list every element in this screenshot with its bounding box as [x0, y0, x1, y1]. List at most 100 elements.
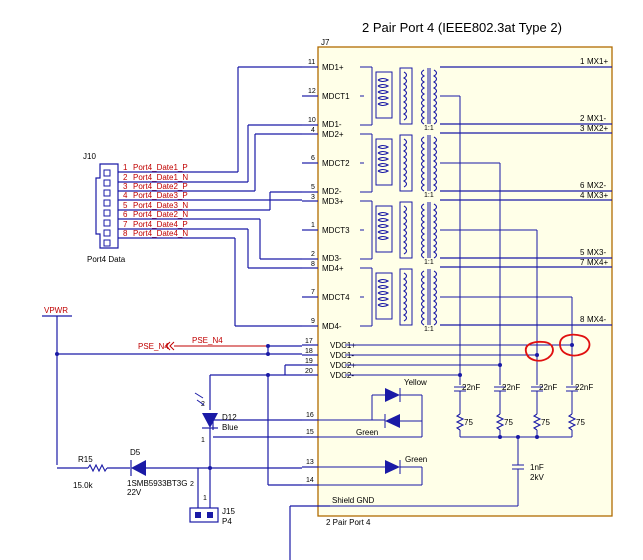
j7-pin-name: MD2-	[322, 187, 342, 196]
j10-pin-num: 8	[123, 229, 128, 238]
j7-pin-num: 4	[580, 191, 585, 200]
j7-pin-num: 1	[580, 57, 585, 66]
d5-voltage: 22V	[127, 488, 142, 497]
j7-pin-num: 5	[580, 248, 585, 257]
j7-pin-name: MX3+	[587, 191, 608, 200]
res-value: 75	[541, 418, 550, 427]
hv-cap-value: 1nF	[530, 463, 544, 472]
j7-pin-num: 19	[305, 358, 313, 365]
j7-pin-num: 8	[311, 261, 315, 268]
j10-pin-net: Port4_Date3_N	[133, 201, 188, 210]
j7-pin-name: MX4+	[587, 258, 608, 267]
j10-pin-net: Port4_Date2_P	[133, 182, 188, 191]
j7-pin-num: 8	[580, 315, 585, 324]
j15-pin-top: 2	[190, 481, 194, 488]
j7-pin-num: 4	[311, 127, 315, 134]
d12-pin-bot: 1	[201, 437, 205, 444]
j7-pin-name: MD2+	[322, 130, 344, 139]
j10-pin-num: 2	[123, 173, 128, 182]
magnetics: 1:1 1:1	[360, 66, 438, 333]
j7-pin-name: MDCT4	[322, 293, 350, 302]
magnetic-channel-4: 1:1	[360, 267, 438, 333]
j7-pin-num: 5	[311, 184, 315, 191]
power-section: VPWR PSE_N4 PSE_N4	[42, 306, 302, 486]
schematic-title: 2 Pair Port 4 (IEEE802.3at Type 2)	[362, 20, 562, 35]
j10-pin-net: Port4_Date3_P	[133, 191, 188, 200]
cap-value: 22nF	[502, 383, 520, 392]
d5-zener: D5 1SMB5933BT3G 22V	[127, 448, 302, 497]
j7-pin-num: 2	[311, 251, 315, 258]
j10-connector: J10 Port4 Data 1 Port4_Date1_P 2 Port4_D…	[83, 152, 188, 264]
magnetic-channel-3: 1:1	[360, 200, 438, 266]
vpwr-label: VPWR	[44, 306, 68, 315]
magnetic-channel-1: 1:1	[360, 66, 438, 132]
led-green2-label: Green	[405, 455, 427, 464]
j7-right-pin-lines	[440, 66, 612, 326]
j7-pin-name: MX2-	[587, 181, 606, 190]
j7-ref: J7	[321, 38, 330, 47]
j7-pin-name: MX1+	[587, 57, 608, 66]
j10-label: Port4 Data	[87, 255, 126, 264]
j10-pin-num: 6	[123, 210, 128, 219]
d5-ref: D5	[130, 448, 141, 457]
r15-value: 15.0k	[73, 481, 94, 490]
j10-pin-net: Port4_Date2_N	[133, 210, 188, 219]
cap-value: 22nF	[539, 383, 557, 392]
pse-n4-wire-label: PSE_N4	[192, 336, 223, 345]
j7-pin-num: 11	[308, 59, 315, 66]
j10-pin-net: Port4_Date1_P	[133, 163, 188, 172]
j10-pin-net: Port4_Date4_P	[133, 220, 188, 229]
j10-pin-net: Port4_Date1_N	[133, 173, 188, 182]
led-yellow-label: Yellow	[404, 378, 427, 387]
j7-pin-num: 6	[580, 181, 585, 190]
d12-ref: D12	[222, 413, 237, 422]
j7-footer: 2 Pair Port 4	[326, 518, 371, 527]
res-value: 75	[576, 418, 585, 427]
j7-pin-name: MD3-	[322, 254, 342, 263]
j7-led-pin: 14	[306, 477, 314, 484]
j7-pin-name: MD1+	[322, 63, 344, 72]
j7-pin-num: 12	[308, 88, 316, 95]
j15-label: P4	[222, 517, 232, 526]
led-green-label: Green	[356, 428, 378, 437]
r15-resistor: R15 15.0k	[57, 455, 130, 490]
j10-pin-num: 7	[123, 220, 128, 229]
j7-pin-num: 17	[305, 338, 313, 345]
j7-led-pin: 16	[306, 412, 314, 419]
j7-pin-name: MX4-	[587, 315, 606, 324]
ratio-label: 1:1	[424, 326, 434, 333]
j7-pin-name: MD1-	[322, 120, 342, 129]
ratio-label: 1:1	[424, 259, 434, 266]
j7-pin-name: MD3+	[322, 197, 344, 206]
shield-label: Shield GND	[332, 496, 374, 505]
j15-ref: J15	[222, 507, 235, 516]
j15-header: J15 P4 2 1	[189, 468, 235, 526]
j7-led-pin: 13	[306, 459, 314, 466]
j7-pin-num: 1	[311, 222, 315, 229]
cap-value: 22nF	[462, 383, 480, 392]
j7-left-pins: 11 MD1+ 12 MDCT1 10 MD1- 4 MD2+ 6 MDCT2 …	[305, 59, 356, 380]
j7-pin-num: 10	[308, 117, 316, 124]
j7-pin-num: 20	[305, 368, 313, 375]
d5-part: 1SMB5933BT3G	[127, 479, 187, 488]
pse-n4-flag: PSE_N4	[138, 342, 169, 351]
j10-pin-net: Port4_Date4_N	[133, 229, 188, 238]
j7-pin-name: MX3-	[587, 248, 606, 257]
j7-pin-name: MD4-	[322, 322, 342, 331]
j7-pin-name: VDC2+	[330, 361, 356, 370]
j7-pin-name: VDC1+	[330, 341, 356, 350]
j7-left-pin-lines	[302, 66, 318, 376]
j7-leds: 16 15 13 14 Yellow Green Green	[302, 378, 427, 486]
j7-pin-num: 7	[580, 258, 585, 267]
j10-ref: J10	[83, 152, 96, 161]
j10-pin-num: 4	[123, 191, 128, 200]
j10-to-j7-wires	[118, 66, 302, 327]
cap-value: 22nF	[575, 383, 593, 392]
j7-pin-num: 6	[311, 155, 315, 162]
j10-pin-num: 1	[123, 163, 128, 172]
j7-pin-name: VDC1-	[330, 351, 354, 360]
ratio-label: 1:1	[424, 125, 434, 132]
j7-pin-num: 7	[311, 289, 315, 296]
hv-cap-rating: 2kV	[530, 473, 544, 482]
